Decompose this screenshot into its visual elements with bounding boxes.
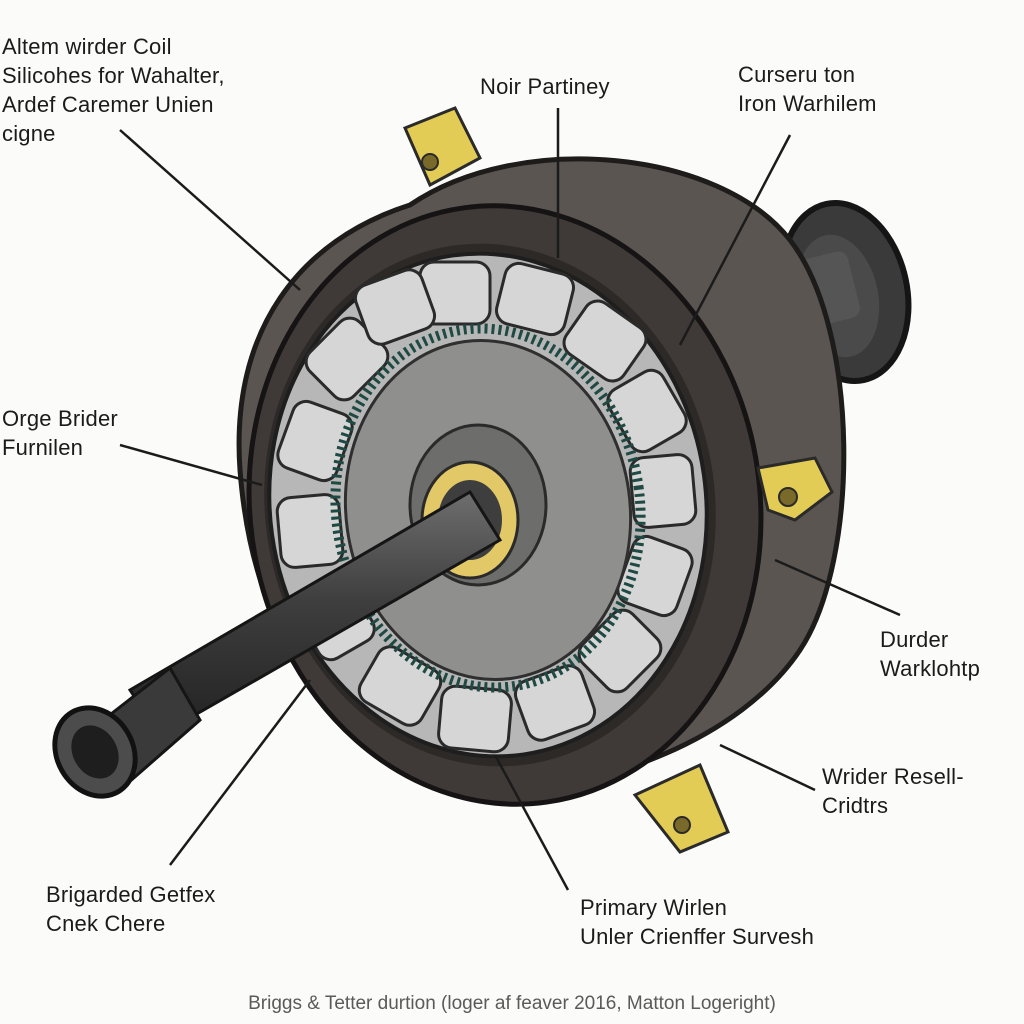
leader-mid-right [774,558,901,617]
figure-caption: Briggs & Tetter durtion (loger af feaver… [248,993,776,1014]
label-lower-right: Wrider Resell- Cridtrs [822,764,964,818]
label-top-right: Curseru ton Iron Warhilem [738,62,877,116]
stator-coils [275,260,698,754]
label-mid-left: Orge Brider Furnilen [2,406,118,460]
label-top-left: Altem wirder Coil Silicohes for Wahalter… [2,34,225,146]
leader-lower-right [719,743,816,792]
main-shaft [52,489,503,799]
leader-mid-left [119,443,263,487]
leader-bottom-center [493,754,570,891]
mounting-tab-bottom [632,762,730,854]
label-bottom-left: Brigarded Getfex Cnek Chere [46,882,216,936]
label-mid-right: Durder Warklohtp [880,627,981,681]
label-bottom-center: Primary Wirlen Unler Crienffer Survesh [580,895,815,949]
leader-lines [119,108,901,891]
leader-bottom-left [169,679,311,866]
leader-top-right [678,134,792,346]
leader-top-left [119,129,301,291]
winding-fringe [330,323,646,693]
mounting-tab-top [403,106,482,188]
mounting-tab-right [756,456,834,522]
label-top-center: Noir Partiney [480,74,610,99]
